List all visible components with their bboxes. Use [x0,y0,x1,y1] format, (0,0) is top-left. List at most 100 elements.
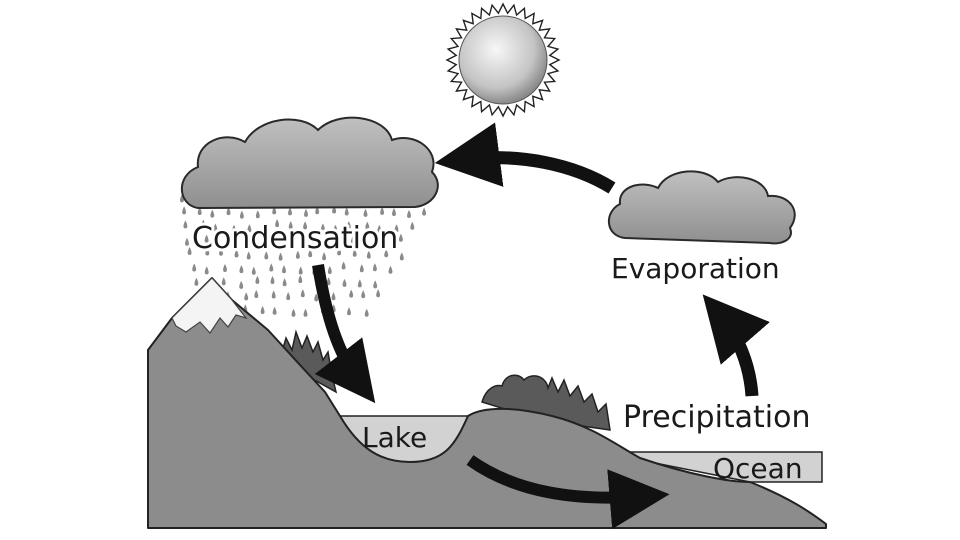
rain-drop [388,265,393,274]
rain-drop [213,223,218,232]
rain-drop [254,290,259,298]
rain-drop [275,219,280,228]
rain-drop [349,289,354,298]
rain-drop [392,208,396,216]
rain-drop [337,247,342,256]
rain-drop [234,249,239,258]
rain-drop [422,207,427,216]
rain-drop [341,261,346,270]
rain-drop [346,221,351,230]
label-condensation: Condensation [192,221,398,256]
rain-drop [364,235,369,244]
rain-drop [179,194,184,203]
rain-drop [205,247,210,256]
rain-drop [300,289,305,298]
rain-drop [232,224,236,233]
rain-drop [260,238,265,246]
rain-drop [278,252,283,261]
rain-drop [269,263,274,272]
rain-drop [333,224,338,233]
rain-drop [303,308,308,317]
rain-drop [233,237,238,246]
rain-drop [399,252,404,261]
rain-drop [315,206,320,215]
rain-drop [295,250,300,259]
rain-drop [246,251,251,260]
rain-drop [372,263,377,272]
arrow-icon [312,264,376,404]
rain-drop [394,224,399,233]
rain-drop [377,224,382,233]
rain-drop [271,290,276,299]
rain-drop [226,207,231,216]
rain-drop [251,266,256,275]
rain-drop [282,278,287,287]
rain-drop [239,280,244,289]
label-ocean: Ocean [713,452,803,485]
rain-drop [326,277,331,286]
rain-drop [247,224,252,233]
rain-drop [282,265,286,274]
rain-drop [359,264,364,273]
rain-drop [248,238,253,247]
rain-drop [210,209,215,218]
arrow-icon [434,122,616,194]
rain-drop [239,210,244,219]
rain-drop [304,208,308,217]
rain-drop [350,235,355,244]
rain-drop [361,290,366,299]
rain-drop [384,249,389,258]
rain-drop [298,266,303,275]
rain-drop [324,233,329,242]
rain-drop [303,221,308,230]
rain-drop [204,266,209,275]
rain-drop [352,248,357,257]
rain-drop [373,280,378,289]
rain-drop [320,223,325,232]
rain-drop [308,249,313,258]
rain-drop [223,264,227,272]
rain-drop [366,250,371,259]
rain-drop [244,292,249,301]
rain-drop [357,279,362,288]
rain-drop [291,308,296,317]
rain-drop [264,251,269,260]
cloud-icon [180,116,439,210]
rain-drop [286,292,291,301]
rain-drop [307,238,312,246]
rain-drop [204,234,209,243]
rain-drop [214,233,219,242]
rain-drop [331,292,336,301]
rain-drop [272,206,277,215]
rain-drop [255,210,260,219]
rain-drop [398,233,403,242]
rain-drop [183,220,188,229]
rain-drop [201,219,206,228]
rain-drop [261,222,266,231]
rain-drop [289,233,294,242]
land-terrain [147,277,827,529]
rain-drop [288,207,292,216]
rain-drop [376,289,381,298]
rain-drop [260,306,265,314]
rain-drop [407,210,411,218]
rain-drop [380,206,385,215]
rain-drop [270,276,275,284]
rain-drop [187,247,192,255]
ocean-water [599,451,823,483]
rain-drop [192,263,197,272]
arrow-icon [466,455,670,530]
rain-drop [275,233,280,242]
rain-drop [337,233,342,242]
mountain-icon [171,277,248,334]
label-precipitation: Precipitation [623,400,811,435]
rain-drop [322,252,327,261]
rain-drop [255,275,260,284]
trees-right [481,374,611,431]
rain-drop [363,208,368,217]
rain-drop [194,277,199,286]
rain-drop [185,237,189,246]
rain-drop [344,207,349,216]
rain-drop [272,306,277,315]
